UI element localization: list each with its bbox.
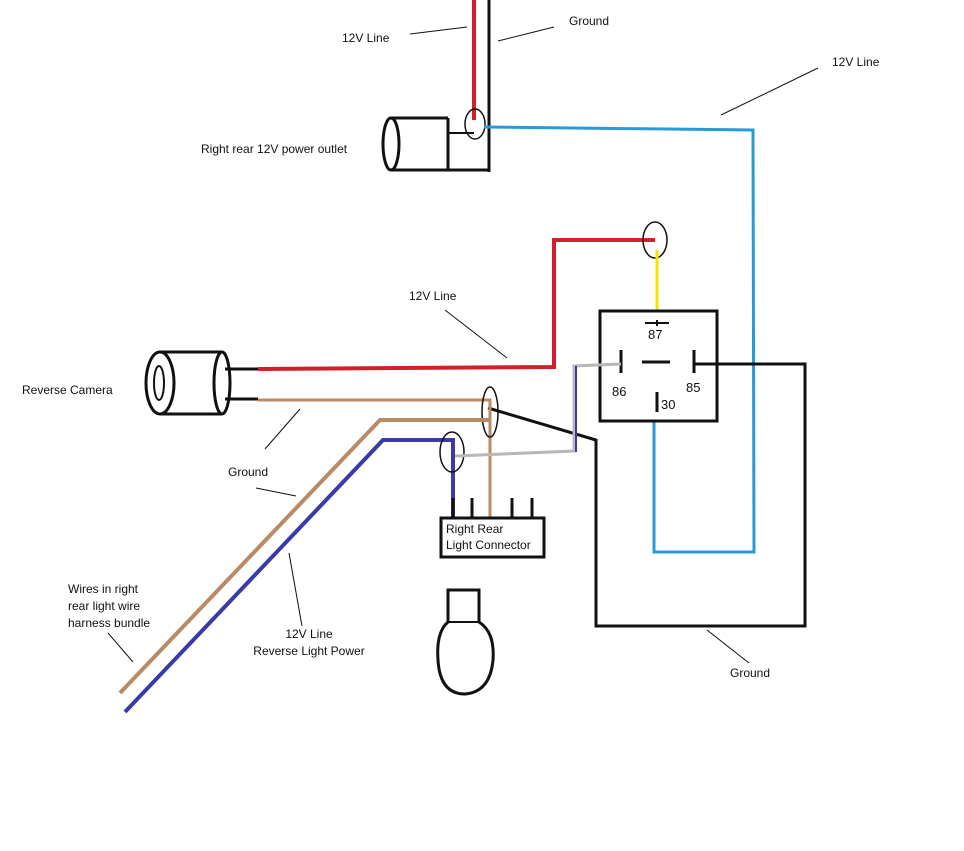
pointer-mid-12v: [444, 309, 508, 359]
relay-pin-30: 30: [661, 397, 676, 412]
light-connector: [439, 498, 546, 559]
camera-12v-wire: [257, 238, 655, 371]
relay-pin-87: 87: [648, 327, 663, 342]
label-reverse-power-line2: Reverse Light Power: [253, 644, 365, 658]
relay: [598, 309, 719, 423]
pointer-reverse-power: [288, 552, 303, 627]
splice-ground: [481, 386, 499, 438]
label-top-12v: 12V Line: [342, 31, 390, 45]
splice-outlet: [464, 108, 486, 140]
label-connector-line2: Light Connector: [446, 538, 531, 552]
pointer-harness: [107, 632, 134, 663]
pointer-relay-ground: [706, 629, 750, 664]
label-harness-line3: harness bundle: [68, 616, 151, 630]
label-reverse-power-line1: 12V Line: [285, 627, 333, 641]
splice-relay-87: [642, 221, 668, 259]
reverse-power-wire: [123, 438, 455, 714]
pointer-camera-ground-b: [255, 487, 297, 497]
camera-ground-wire: [258, 398, 492, 520]
label-top-ground: Ground: [569, 14, 610, 28]
label-power-outlet: Right rear 12V power outlet: [201, 142, 348, 156]
relay-86-signal-wire: [454, 362, 622, 458]
pointer-right-12v: [720, 67, 819, 116]
label-reverse-camera: Reverse Camera: [22, 383, 113, 397]
label-relay-ground: Ground: [730, 666, 771, 680]
outlet-feed-wire: [483, 125, 756, 554]
splice-reverse-power: [439, 431, 465, 473]
reverse-camera-icon: [144, 350, 258, 416]
relay-ground-wire: [487, 362, 807, 628]
label-harness-line2: rear light wire: [68, 599, 141, 613]
power-outlet-icon: [381, 116, 489, 172]
harness-ground-wire: [118, 418, 490, 695]
label-right-12v: 12V Line: [832, 55, 880, 69]
relay-pin-85: 85: [686, 380, 701, 395]
pointer-camera-ground-a: [264, 408, 301, 450]
relay-pin-86: 86: [612, 384, 627, 399]
light-bulb-icon: [436, 588, 495, 696]
pointer-top-12v: [409, 26, 468, 35]
pointer-top-ground: [497, 26, 555, 42]
label-connector-line1: Right Rear: [446, 522, 504, 536]
label-mid-12v: 12V Line: [409, 289, 457, 303]
label-harness-line1: Wires in right: [68, 582, 139, 596]
label-camera-ground: Ground: [228, 465, 269, 479]
